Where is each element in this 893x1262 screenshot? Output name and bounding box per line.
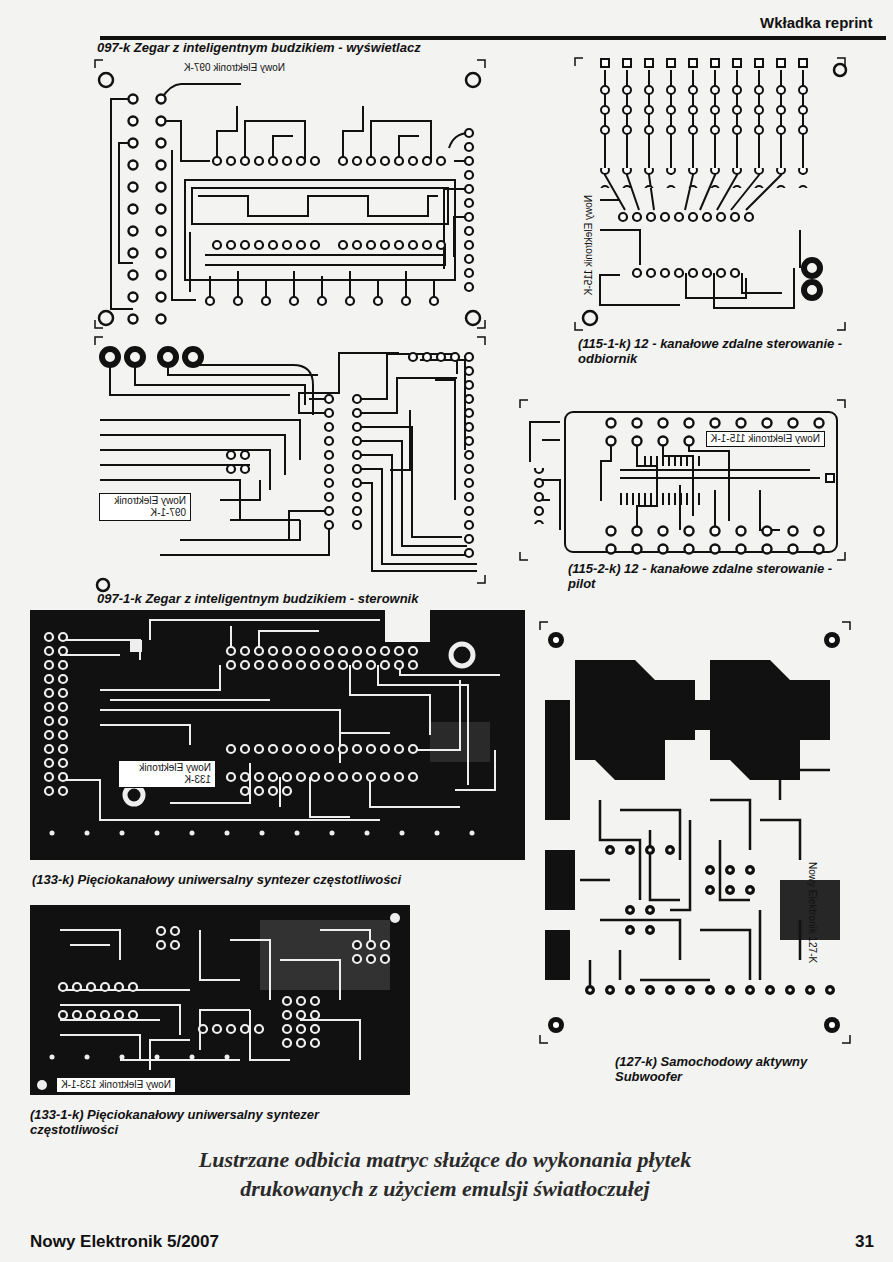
pcb-marking: Nowy Elektronik 115-K	[583, 195, 595, 295]
board-title: 097-1-k Zegar z inteligentnym budzikiem …	[97, 592, 418, 607]
pcb-marking: Nowy Elektronik 133-1-K	[56, 1077, 176, 1093]
board-title: 097-k Zegar z inteligentnym budzikiem - …	[97, 41, 421, 56]
pcb-marking: Nowy Elektronik 097-K	[184, 62, 285, 74]
header-text: Wkładka reprint	[760, 14, 873, 31]
board-title: (115-2-k) 12 - kanałowe zdalne sterowani…	[568, 562, 848, 592]
page-caption: Lustrzane odbicia matryc służące do wyko…	[140, 1146, 750, 1203]
pcb-marking: Nowy Elektronik 127-K	[807, 862, 819, 963]
pcb-marking: Nowy Elektronik 115-1-K	[706, 431, 825, 447]
page-number: 31	[855, 1232, 874, 1252]
board-title: (127-k) Samochodowy aktywny Subwoofer	[615, 1055, 830, 1085]
pcb-marking: Nowy Elektronik 133-K	[118, 760, 216, 788]
pcb-marking: Nowy Elektronik 097-1-K	[99, 493, 191, 521]
board-title: (115-1-k) 12 - kanałowe zdalne sterowani…	[578, 337, 848, 367]
board-title: (133-1-k) Pięciokanałowy uniwersalny syn…	[30, 1108, 370, 1138]
footer-text: Nowy Elektronik 5/2007	[30, 1232, 219, 1252]
board-title: (133-k) Pięciokanałowy uniwersalny synte…	[32, 873, 401, 888]
